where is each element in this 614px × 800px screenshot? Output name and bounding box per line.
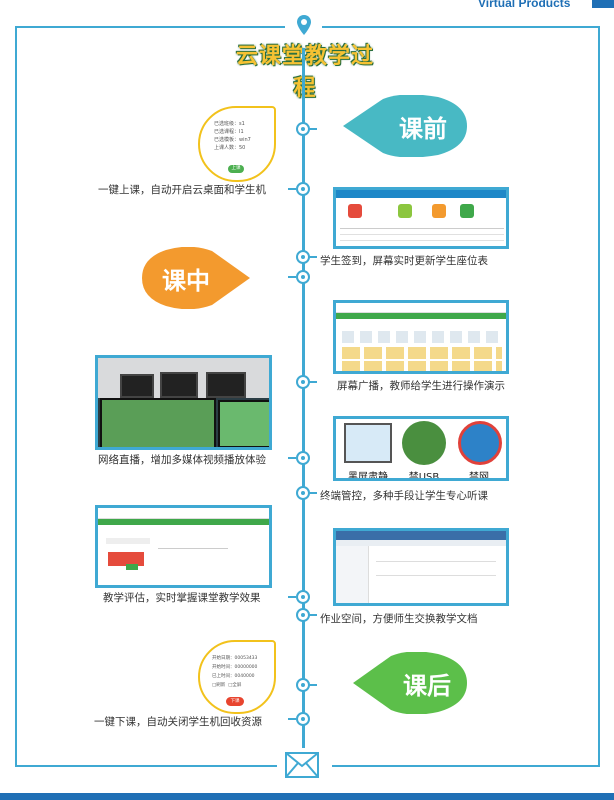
timeline-spine [302, 48, 305, 748]
phase-after-label: 课后 [403, 672, 451, 700]
connector [309, 492, 317, 494]
timeline-node [296, 486, 310, 500]
frame-right [598, 26, 600, 766]
frame-top-left [15, 26, 285, 28]
screenshot-broadcast [333, 300, 509, 374]
timeline-node [296, 712, 310, 726]
caption-start-class: 一键上课，自动开启云桌面和学生机 [98, 184, 266, 196]
timeline-node [296, 375, 310, 389]
control-usb: 禁USB [408, 472, 440, 481]
control-net: 禁网 [469, 472, 489, 481]
fullscreen-checkbox[interactable]: □全屏 [228, 683, 242, 688]
timeline-node [296, 451, 310, 465]
start-class-button[interactable]: 上课 [228, 165, 244, 173]
phase-before-label: 课前 [399, 115, 447, 143]
start-info-line: 已选班级：s1 [214, 121, 245, 127]
connector [288, 276, 296, 278]
envelope-icon [285, 752, 319, 778]
end-class-button[interactable]: 下课 [226, 697, 244, 706]
phase-during-badge: 课中 [140, 247, 250, 309]
frame-bottom-left [15, 765, 277, 767]
caption-broadcast: 屏幕广播，教师给学生进行操作演示 [337, 380, 505, 392]
connector [309, 381, 317, 383]
refresh-checkbox[interactable]: □刷新 [212, 683, 226, 688]
screenshot-evaluation [95, 505, 272, 588]
connector [309, 614, 317, 616]
phase-before-badge: 课前 [343, 95, 469, 157]
frame-bottom-right [332, 765, 600, 767]
timeline-node [296, 122, 310, 136]
connector [288, 596, 296, 598]
caption-sign-in: 学生签到，屏幕实时更新学生座位表 [320, 255, 488, 267]
connector [309, 256, 317, 258]
timeline-node [296, 608, 310, 622]
timeline-node [296, 678, 310, 692]
photo-live-classroom [95, 355, 272, 450]
brand-text: Virtual Products [478, 0, 571, 10]
brand-tab: Virtual Products [470, 0, 614, 10]
page-title: 云课堂教学过程 [225, 38, 385, 102]
start-class-card: 已选班级：s1 已选课程：I1 已选模板：win7 上课人数：50 上课 [198, 106, 276, 182]
end-info-line: 开始日期：00053433 [212, 656, 258, 661]
timeline-node [296, 590, 310, 604]
end-class-card: 开始日期：00053433 开始时间：00000000 已上时间：0040000… [198, 640, 276, 714]
location-pin-icon [297, 15, 311, 35]
timeline-node [296, 270, 310, 284]
screenshot-terminal-control: 黑屏肃静 禁USB 禁网 [333, 416, 509, 481]
end-info-line: 开始时间：00000000 [212, 665, 258, 670]
caption-end-class: 一键下课，自动关闭学生机回收资源 [94, 716, 262, 728]
caption-terminal-control: 终端管控，多种手段让学生专心听课 [320, 490, 488, 502]
timeline-node [296, 182, 310, 196]
control-black-screen: 黑屏肃静 [348, 472, 388, 481]
caption-homework: 作业空间，方便师生交换教学文档 [320, 613, 478, 625]
frame-left [15, 26, 17, 766]
start-info-line: 上课人数：50 [214, 145, 246, 151]
end-info-line: 已上时间：0040000 [212, 674, 255, 679]
connector [309, 128, 317, 130]
caption-evaluation: 教学评估，实时掌握课堂教学效果 [103, 592, 261, 604]
screenshot-sign-in [333, 187, 509, 249]
connector [309, 684, 317, 686]
connector [288, 457, 296, 459]
phase-after-badge: 课后 [353, 652, 469, 714]
connector [288, 188, 296, 190]
timeline-node [296, 250, 310, 264]
phase-during-label: 课中 [162, 267, 210, 295]
connector [288, 718, 296, 720]
start-info-line: 已选模板：win7 [214, 137, 251, 143]
frame-top-right [322, 26, 600, 28]
bottom-bar [0, 793, 614, 800]
start-info-line: 已选课程：I1 [214, 129, 244, 135]
caption-live: 网络直播，增加多媒体视频播放体验 [98, 454, 266, 466]
screenshot-homework [333, 528, 509, 606]
